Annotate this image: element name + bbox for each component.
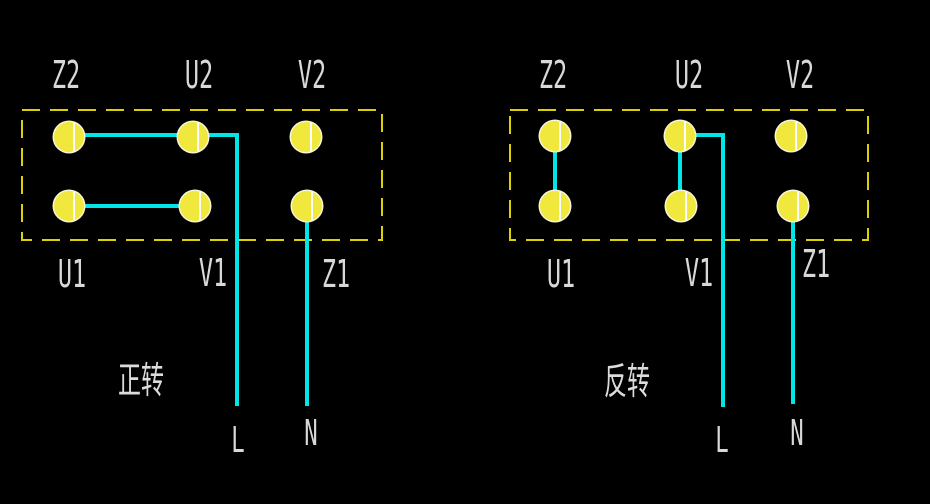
forward-label-u1: U1	[57, 252, 87, 296]
forward-terminal-v1	[180, 191, 210, 221]
forward-terminal-z1	[292, 191, 322, 221]
reverse-terminal-box	[509, 109, 869, 241]
reverse-line-label: L	[715, 420, 729, 461]
forward-label-v2: V2	[297, 53, 327, 97]
reverse-terminal-v2	[776, 121, 806, 151]
reverse-label-v1: V1	[684, 251, 714, 295]
reverse-label-z2: Z2	[538, 53, 568, 97]
reverse-neutral-label: N	[790, 413, 804, 454]
forward-label-v1: V1	[198, 251, 228, 295]
reverse-terminal-z1	[778, 191, 808, 221]
reverse-terminal-u1	[540, 191, 570, 221]
forward-line-label: L	[231, 420, 245, 461]
forward-terminal-box	[21, 109, 383, 241]
reverse-jumper-z2-u1-wire	[553, 136, 557, 206]
reverse-label-v2: V2	[785, 53, 815, 97]
reverse-label-u1: U1	[546, 252, 576, 296]
reverse-neutral-wire-vertical	[791, 206, 795, 404]
forward-label-u2: U2	[184, 53, 214, 97]
reverse-jumper-u2-v1-wire	[678, 136, 682, 206]
forward-terminal-u2	[178, 122, 208, 152]
reverse-line-wire-horizontal	[680, 133, 725, 137]
reverse-caption: 反转	[604, 361, 650, 402]
forward-terminal-u1	[54, 191, 84, 221]
forward-jumper-z2-u2-wire	[69, 133, 239, 137]
forward-caption: 正转	[118, 360, 164, 401]
reverse-label-u2: U2	[674, 53, 704, 97]
forward-label-z2: Z2	[51, 53, 81, 97]
reverse-terminal-u2	[665, 121, 695, 151]
forward-terminal-v2	[291, 122, 321, 152]
forward-terminal-z2	[54, 122, 84, 152]
forward-line-wire-vertical	[235, 133, 239, 406]
forward-jumper-u1-v1-wire	[69, 204, 195, 208]
reverse-line-wire-vertical	[721, 133, 725, 407]
reverse-label-z1: Z1	[801, 242, 831, 286]
forward-neutral-label: N	[304, 413, 318, 454]
forward-label-z1: Z1	[321, 252, 351, 296]
reverse-terminal-z2	[540, 121, 570, 151]
forward-neutral-wire-vertical	[305, 206, 309, 406]
reverse-terminal-v1	[666, 191, 696, 221]
